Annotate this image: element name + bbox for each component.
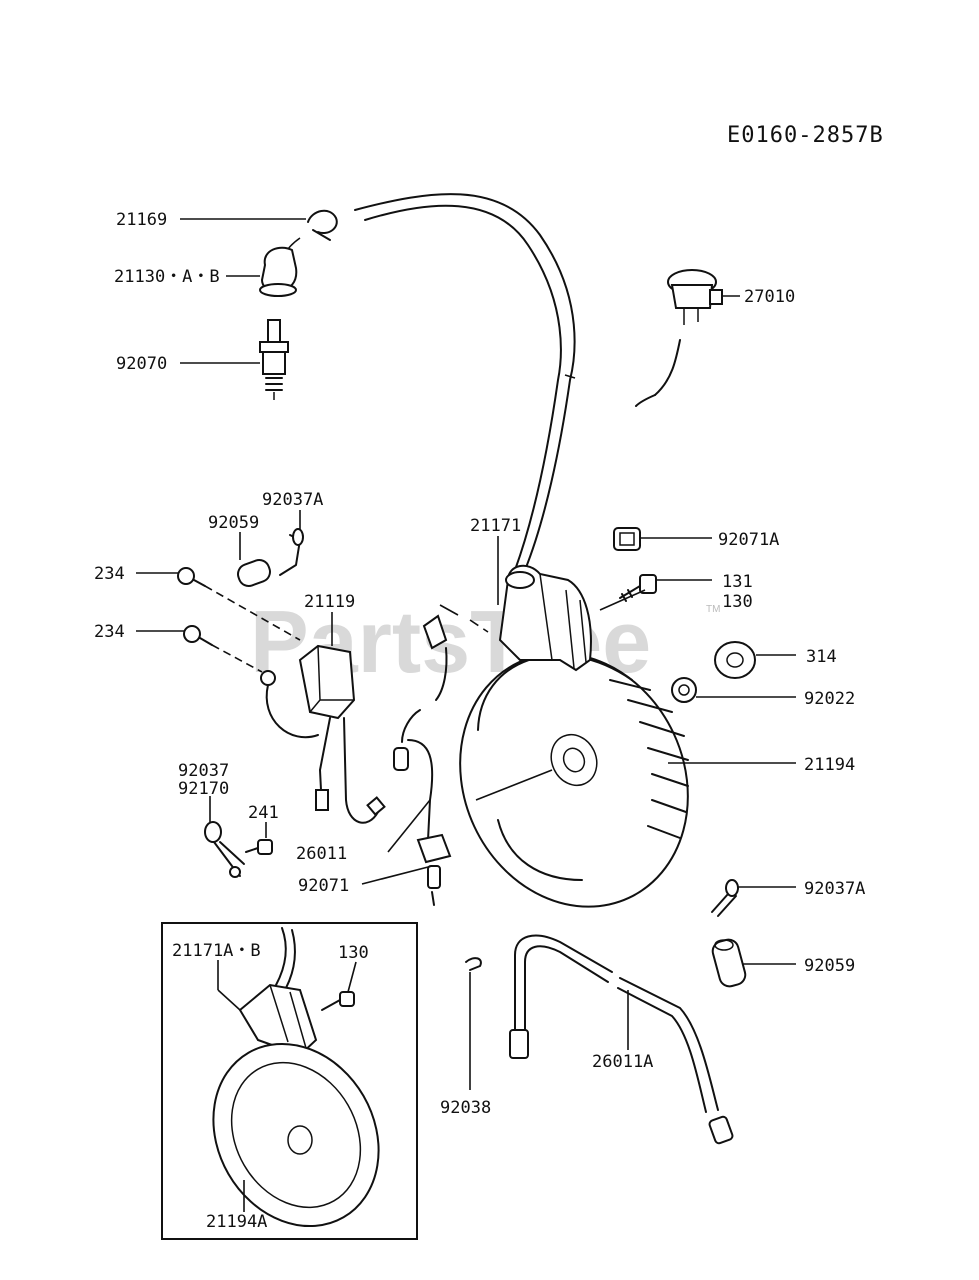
label-21171: 21171 [470,516,521,536]
label-21130-a-b: 21130・A・B [114,267,220,287]
part-92037A-92059-top [237,528,304,587]
label-21119: 21119 [304,592,355,612]
part-92059-bottom-boot [711,938,747,988]
part-27010-stop-switch [635,269,723,407]
label-92037A-top: 92037A [262,490,323,510]
label-131: 131 [722,572,753,592]
label-92071A: 92071A [718,530,779,550]
label-314: 314 [806,647,837,667]
part-92070-spark-plug [259,319,289,400]
part-131-bolt [619,574,657,602]
part-26011-lead [393,709,452,906]
part-241-screw [245,839,273,855]
spark-plug-cable [354,193,576,571]
part-21119-ignition-module [260,644,386,824]
part-314-collar [714,641,756,679]
label-92037A-bottom: 92037A [804,879,865,899]
label-92022: 92022 [804,689,855,709]
part-234-bolt-b [183,625,263,673]
label-92170: 92170 [178,779,229,799]
part-21130-plug-cap [259,246,298,297]
label-130-inset: 130 [338,943,369,963]
part-21194-flywheel [459,652,689,908]
label-234-a: 234 [94,564,125,584]
inset-box [161,922,418,1240]
part-92022-washer [671,677,697,703]
label-21171A-B: 21171A・B [172,941,261,961]
part-92071A-damper [613,527,641,551]
label-21169: 21169 [116,210,167,230]
label-92070: 92070 [116,354,167,374]
part-92038-clip [465,957,482,1090]
label-92071: 92071 [298,876,349,896]
label-92059-top: 92059 [208,513,259,533]
label-241: 241 [248,803,279,823]
part-21171-ignition-coil [439,564,592,672]
label-92038: 92038 [440,1098,491,1118]
part-terminal-clip [422,614,448,701]
leader-lines [136,218,796,1212]
label-27010: 27010 [744,287,795,307]
part-234-bolt-a [177,567,301,641]
drawing-id: E0160-2857B [727,123,884,148]
part-26011A-lead-wire [509,934,734,1145]
label-234-b: 234 [94,622,125,642]
part-92037A-bottom-terminal [711,879,739,917]
label-92059-bottom: 92059 [804,956,855,976]
part-92037-92170-terminal [204,821,245,878]
label-21194: 21194 [804,755,855,775]
watermark-tm: TM [706,604,720,615]
label-130: 130 [722,592,753,612]
label-26011: 26011 [296,844,347,864]
label-21194A: 21194A [206,1212,267,1232]
label-26011A: 26011A [592,1052,653,1072]
label-92037: 92037 [178,761,229,781]
